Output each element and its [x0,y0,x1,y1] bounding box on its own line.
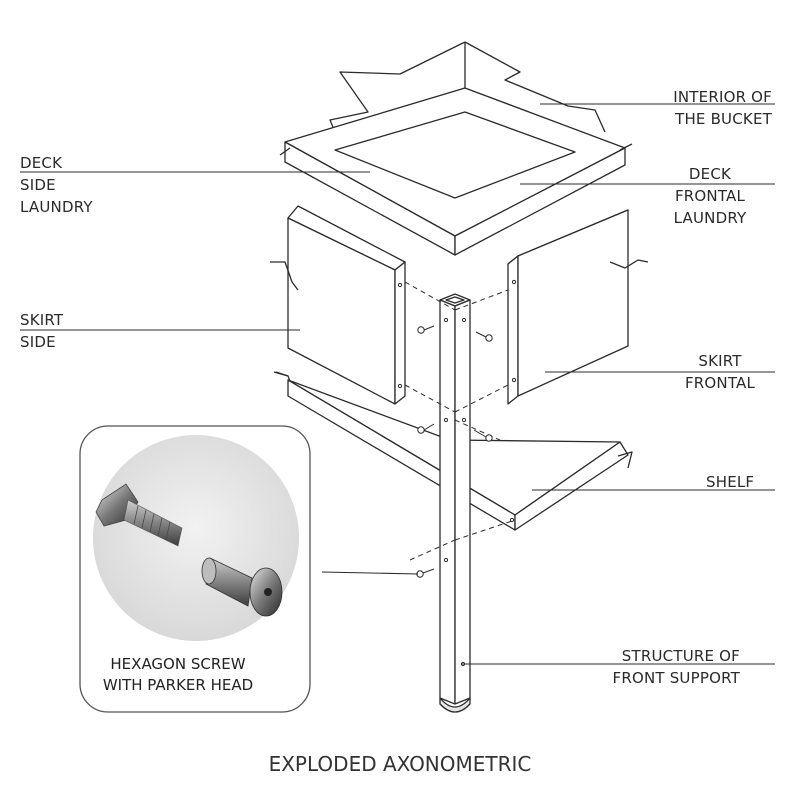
deck [279,87,633,256]
label-deck-frontal: DECK FRONTAL LAUNDRY [673,165,747,227]
inset-caption: HEXAGON SCREW WITH PARKER HEAD [102,655,254,694]
skirt-side [270,205,406,405]
barrel-nut-icon [201,557,283,617]
diagram-title: EXPLODED AXONOMETRIC [268,752,532,776]
label-shelf: SHELF [706,473,755,491]
assembly-lines [404,281,516,561]
label-deck-side: DECK SIDE LAUNDRY [20,154,93,216]
screw-inset [79,425,311,713]
label-skirt-frontal: SKIRT FRONTAL [684,352,756,392]
front-support-post [439,293,471,713]
label-interior-bucket: INTERIOR OF THE BUCKET [673,88,772,128]
skirt-frontal [507,209,649,405]
leader-lines [20,103,775,665]
label-skirt-side: SKIRT SIDE [20,311,64,351]
hex-bolt-icon [95,483,183,547]
label-front-support: STRUCTURE OF FRONT SUPPORT [612,647,740,687]
